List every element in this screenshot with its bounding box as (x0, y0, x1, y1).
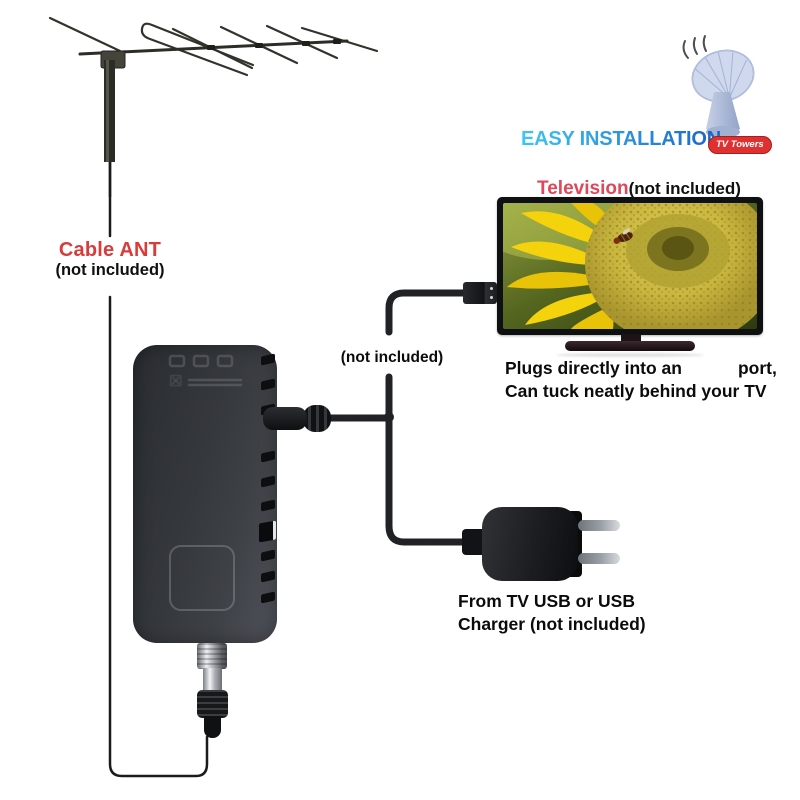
vent-slot (261, 475, 275, 488)
signal-waves-icon (682, 35, 707, 59)
vent-slot (261, 591, 275, 604)
tv-caption-line1a: Plugs directly into an (505, 358, 682, 378)
usb-a-plug-icon (463, 282, 497, 304)
television-set (497, 197, 763, 335)
cable-junction (384, 412, 394, 422)
tv-stand-base (565, 341, 695, 351)
vent-slot (261, 378, 275, 391)
cable-ant-note: (not included) (55, 261, 165, 279)
charger-caption-line1: From TV USB or USB (458, 591, 635, 611)
vent-slot (261, 570, 275, 583)
charger-caption: From TV USB or USB Charger (not included… (458, 590, 646, 636)
dc-plug-strain-relief (303, 405, 331, 432)
coax-antenna-connector (197, 643, 227, 669)
tv-caption-line1b: port, (737, 358, 777, 378)
charger-caption-line2: Charger (not included) (458, 614, 646, 634)
tv-towers-badge: TV Towers (708, 136, 772, 154)
satellite-dish-icon (682, 35, 755, 138)
label-panel-outline (169, 545, 235, 611)
tv-tuner-box: ☒ (133, 345, 277, 643)
tv-caption: Plugs directly into an port, Can tuck nea… (505, 357, 777, 403)
vent-slot (261, 549, 275, 562)
television-note: (not included) (628, 179, 741, 198)
certification-marks: ☒ (169, 355, 243, 390)
sunflower-bee-photo (503, 203, 757, 329)
weee-bin-icon: ☒ (169, 373, 183, 390)
brand-title: EASY INSTALLATION (521, 128, 721, 150)
tv-stand-neck (621, 334, 641, 342)
charger-prong (578, 553, 620, 564)
vent-slot (261, 450, 275, 463)
fine-print-lines (188, 376, 243, 389)
coax-cable-plug (197, 690, 228, 718)
bee-icon (613, 228, 633, 244)
cable-ant-text: Cable ANT (58, 239, 162, 261)
tv-caption-line2: Can tuck neatly behind your TV (505, 381, 767, 401)
charger-prong (578, 520, 620, 531)
power-cable-note: (not included) (340, 349, 444, 366)
coax-plug-taper (204, 716, 221, 738)
tv-stand-shadow (556, 353, 704, 357)
vent-slot (261, 353, 275, 366)
television-heading: Television(not included) (497, 178, 781, 200)
eu-wall-charger-icon (482, 507, 578, 581)
coax-plug-tip (203, 668, 222, 692)
antenna-cable-label: Cable ANT (not included) (30, 239, 190, 279)
television-label: Television (537, 178, 629, 199)
dc-power-plug (263, 407, 307, 430)
y-power-cable (327, 289, 468, 546)
fcc-ce-logos-icon (169, 355, 242, 367)
side-usb-port (259, 520, 276, 543)
vent-slot (261, 499, 275, 512)
yagi-antenna-icon (48, 16, 379, 197)
